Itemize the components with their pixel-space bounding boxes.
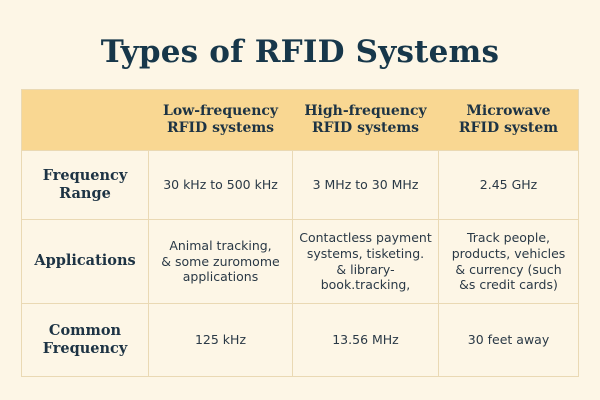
cell-text-line-1: Animal tracking, [169, 238, 272, 254]
cell-text-line-4: &s credit cards) [459, 277, 558, 293]
cell-microwave-range: 2.45 GHz [438, 151, 578, 219]
cell-text-line-3: applications [182, 269, 259, 285]
header-high-frequency-line-2: RFID systems [311, 120, 420, 136]
header-microwave: Microwave RFID system [438, 90, 578, 150]
cell-text: 2.45 GHz [479, 177, 538, 193]
cell-microwave-applications: Track people, products, vehicles & curre… [438, 220, 578, 303]
table-header-row: Low-frequency RFID systems High-frequenc… [22, 90, 578, 150]
cell-high-frequency-range: 3 MHz to 30 MHz [292, 151, 438, 219]
cell-text: 30 feet away [467, 332, 550, 348]
cell-text: 3 MHz to 30 MHz [312, 177, 419, 193]
cell-text-line-1: Contactless payment [299, 230, 432, 246]
table-row-common-frequency: Common Frequency 125 kHz 13.56 MHz 30 fe… [22, 303, 578, 376]
cell-text: 13.56 MHz [332, 332, 399, 348]
cell-low-frequency-range: 30 kHz to 500 kHz [148, 151, 292, 219]
header-low-frequency-line-2: RFID systems [166, 120, 275, 136]
header-low-frequency-line-1: Low-frequency [162, 102, 279, 119]
row-label-applications: Applications [22, 220, 148, 303]
cell-microwave-common-frequency: 30 feet away [438, 304, 578, 376]
cell-text-line-3: & currency (such [455, 261, 562, 277]
cell-text-line-1: Track people, [466, 230, 550, 246]
header-low-frequency: Low-frequency RFID systems [148, 90, 292, 150]
cell-text-line-2: products, vehicles [451, 245, 566, 261]
table-row-frequency-range: Frequency Range 30 kHz to 500 kHz 3 MHz … [22, 150, 578, 219]
header-microwave-line-1: Microwave [466, 102, 551, 119]
cell-high-frequency-applications: Contactless payment systems, tisketing. … [292, 220, 438, 303]
cell-low-frequency-applications: Animal tracking, & some zuromome applica… [148, 220, 292, 303]
header-high-frequency-line-1: High-frequency [304, 102, 427, 119]
rfid-comparison-table: Low-frequency RFID systems High-frequenc… [21, 89, 579, 377]
row-label-common-frequency: Common Frequency [22, 304, 148, 376]
row-label-line-2: Range [59, 185, 111, 202]
row-label-line-1: Applications [34, 252, 136, 270]
header-high-frequency: High-frequency RFID systems [292, 90, 438, 150]
page-title: Types of RFID Systems [100, 34, 500, 70]
header-corner-cell [22, 90, 148, 150]
cell-low-common-frequency: 125 kHz [148, 304, 292, 376]
table-row-applications: Applications Animal tracking, & some zur… [22, 219, 578, 303]
cell-text-line-3: & library-book.tracking, [320, 261, 411, 293]
cell-text-line-2: systems, tisketing. [306, 245, 425, 261]
cell-high-common-frequency: 13.56 MHz [292, 304, 438, 376]
row-label-line-1: Frequency [42, 166, 128, 184]
row-label-line-1: Common [48, 321, 122, 339]
row-label-line-2: Frequency [42, 340, 128, 357]
cell-text: 30 kHz to 500 kHz [163, 177, 278, 193]
cell-text: 125 kHz [194, 332, 247, 348]
row-label-frequency-range: Frequency Range [22, 151, 148, 219]
header-microwave-line-2: RFID system [458, 120, 559, 136]
cell-text-line-2: & some zuromome [161, 253, 280, 269]
